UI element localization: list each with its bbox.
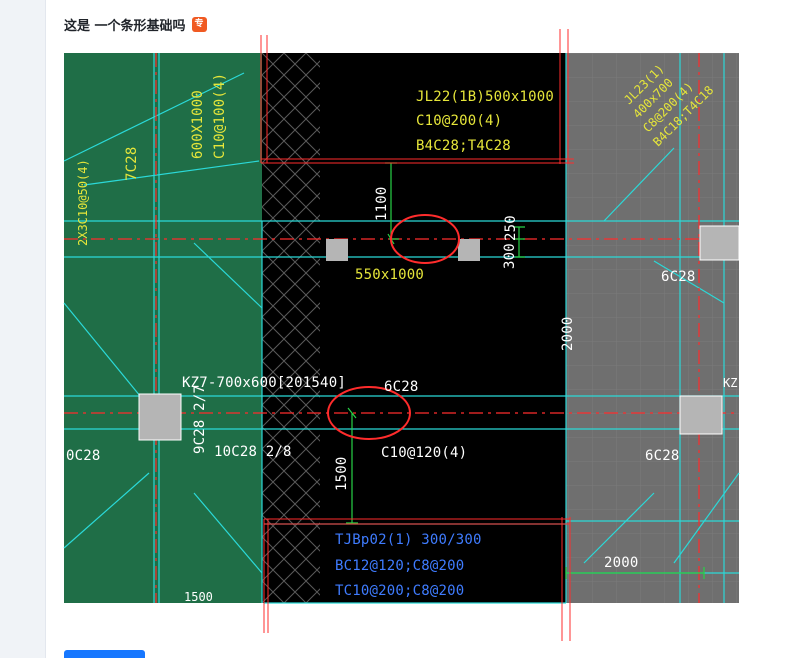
- label-dim-2000-bottom: 2000: [604, 555, 639, 571]
- question-title-text: 这是 一个条形基础吗: [64, 19, 186, 34]
- label-stirrup-c10-120: C10@120(4): [381, 445, 467, 461]
- label-beam-550: 550x1000: [355, 267, 424, 283]
- label-dim-1100: 1100: [374, 186, 390, 221]
- label-tc: TC10@200;C8@200: [335, 583, 464, 599]
- green-zone: [64, 53, 262, 603]
- label-left-10c28: 10C28 2/8: [214, 444, 292, 460]
- reply-button[interactable]: [64, 650, 145, 658]
- column-block-left: [326, 239, 348, 261]
- label-kz7: KZ7-700x600[201540]: [182, 375, 346, 391]
- label-right-edge-kz: KZ: [723, 376, 737, 390]
- cad-drawing-svg: JL22(1B)500x1000 C10@200(4) B4C28;T4C28 …: [63, 29, 740, 641]
- hatched-zone-left: [262, 53, 320, 603]
- column-kz7: [138, 393, 182, 441]
- label-dim-1500: 1500: [334, 456, 350, 491]
- label-dim-2000-vertical: 2000: [560, 316, 576, 351]
- label-tjbp02: TJBp02(1) 300/300: [335, 532, 482, 548]
- label-left-edge-c28: 0C28: [66, 448, 101, 464]
- label-left-vertical-1: 600X1000: [190, 90, 206, 159]
- column-right-middle: [679, 395, 723, 435]
- label-jl22-stirrup: C10@200(4): [416, 113, 502, 129]
- red-highlight-circles: [327, 214, 460, 440]
- gray-grid: [566, 53, 739, 603]
- label-left-7c28: 7C28: [124, 146, 140, 181]
- question-badge: 专: [191, 17, 207, 32]
- red-selection-lines: [260, 29, 574, 641]
- label-right-6c28-top: 6C28: [661, 269, 696, 285]
- label-left-9c28: 9C28 2/7: [192, 385, 208, 454]
- left-rail: [0, 0, 46, 658]
- label-jl22: JL22(1B)500x1000: [416, 89, 554, 105]
- label-left-stirrup: 2X3C10@50(4): [76, 159, 90, 246]
- column-block-right: [458, 239, 480, 261]
- question-title: 这是 一个条形基础吗 专: [64, 15, 207, 34]
- label-bottom-left-cut: 1500: [184, 590, 213, 604]
- label-right-6c28-bottom: 6C28: [645, 448, 680, 464]
- label-mid-6c28: 6C28: [384, 379, 419, 395]
- label-dim-300: 300: [502, 243, 518, 269]
- drawing-labels: JL22(1B)500x1000 C10@200(4) B4C28;T4C28 …: [66, 61, 737, 604]
- column-right-top: [699, 225, 740, 261]
- label-dim-250: 250: [503, 215, 519, 241]
- label-left-vertical-2: C10@100(4): [212, 73, 228, 159]
- label-bc: BC12@120;C8@200: [335, 558, 464, 574]
- cad-drawing: JL22(1B)500x1000 C10@200(4) B4C28;T4C28 …: [63, 29, 740, 641]
- label-jl22-bars: B4C28;T4C28: [416, 138, 511, 154]
